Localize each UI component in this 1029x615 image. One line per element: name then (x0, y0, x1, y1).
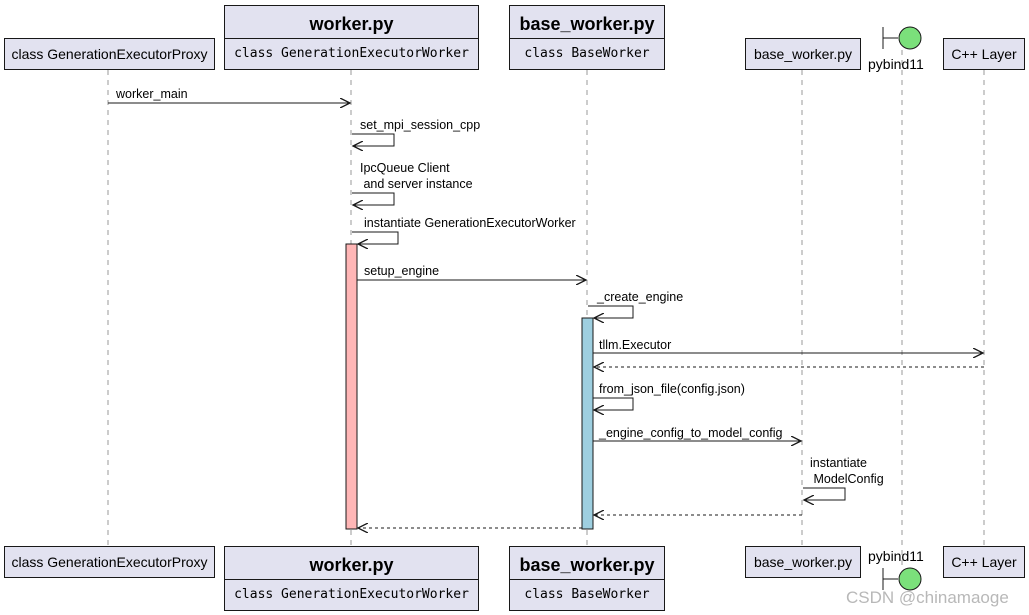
participant-base-subtitle: class BaseWorker (510, 579, 664, 610)
participant-pybind-label-bottom: pybind11 (868, 548, 924, 564)
msg-instantiate-worker-arrow (352, 231, 399, 244)
msg-tllm-executor-label: tllm.Executor (599, 338, 672, 352)
participant-proxy-label: class GenerationExecutorProxy (11, 46, 208, 62)
participant-proxy-top: class GenerationExecutorProxy (4, 38, 215, 70)
boundary-icon-bottom (882, 567, 922, 591)
base-activation-bar (581, 317, 594, 530)
msg-instantiate-modelconfig-arrow (803, 487, 846, 500)
participant-worker-subtitle: class GenerationExecutorWorker (225, 579, 478, 610)
msg-ipcqueue-label: IpcQueue Client and server instance (360, 161, 473, 191)
participant-proxy-label: class GenerationExecutorProxy (11, 554, 208, 570)
msg-from-json-label: from_json_file(config.json) (599, 382, 745, 396)
participant-base-top: base_worker.py class BaseWorker (509, 5, 665, 70)
participant-base2-label: base_worker.py (753, 554, 853, 570)
watermark: CSDN @chinamaoge (846, 588, 1009, 607)
msg-engine-config-label: _engine_config_to_model_config (599, 426, 783, 440)
msg-set-mpi-arrow (352, 133, 395, 146)
worker-activation-bar (345, 243, 358, 530)
participant-cpp-top: C++ Layer (943, 38, 1025, 70)
msg-from-json-arrow (593, 397, 634, 410)
participant-cpp-bottom: C++ Layer (943, 546, 1025, 578)
participant-base-title: base_worker.py (519, 14, 655, 34)
participant-base2-bottom: base_worker.py (745, 546, 861, 578)
msg-instantiate-worker-label: instantiate GenerationExecutorWorker (364, 216, 576, 230)
participant-cpp-label: C++ Layer (951, 46, 1017, 62)
participant-worker-title: worker.py (309, 14, 394, 34)
participant-base2-top: base_worker.py (745, 38, 861, 70)
msg-create-engine-arrow (588, 305, 634, 318)
msg-setup-engine-label: setup_engine (364, 264, 440, 278)
participant-worker-subtitle: class GenerationExecutorWorker (225, 38, 478, 69)
participant-base-subtitle: class BaseWorker (510, 38, 664, 69)
participant-worker-title: worker.py (309, 555, 394, 575)
msg-instantiate-modelconfig-label: instantiate ModelConfig (810, 456, 884, 486)
boundary-icon-top (882, 26, 922, 50)
msg-worker-main-label: worker_main (116, 87, 188, 101)
msg-create-engine-label: _create_engine (597, 290, 684, 304)
msg-set-mpi-label: set_mpi_session_cpp (360, 118, 481, 132)
participant-cpp-label: C++ Layer (951, 554, 1017, 570)
participant-pybind-label-top: pybind11 (868, 56, 924, 72)
participant-base-bottom: base_worker.py class BaseWorker (509, 546, 665, 611)
msg-ipcqueue-arrow (352, 192, 395, 205)
participant-worker-bottom: worker.py class GenerationExecutorWorker (224, 546, 479, 611)
participant-proxy-bottom: class GenerationExecutorProxy (4, 546, 215, 578)
participant-base2-label: base_worker.py (753, 46, 853, 62)
participant-base-title: base_worker.py (519, 555, 655, 575)
participant-worker-top: worker.py class GenerationExecutorWorker (224, 5, 479, 70)
